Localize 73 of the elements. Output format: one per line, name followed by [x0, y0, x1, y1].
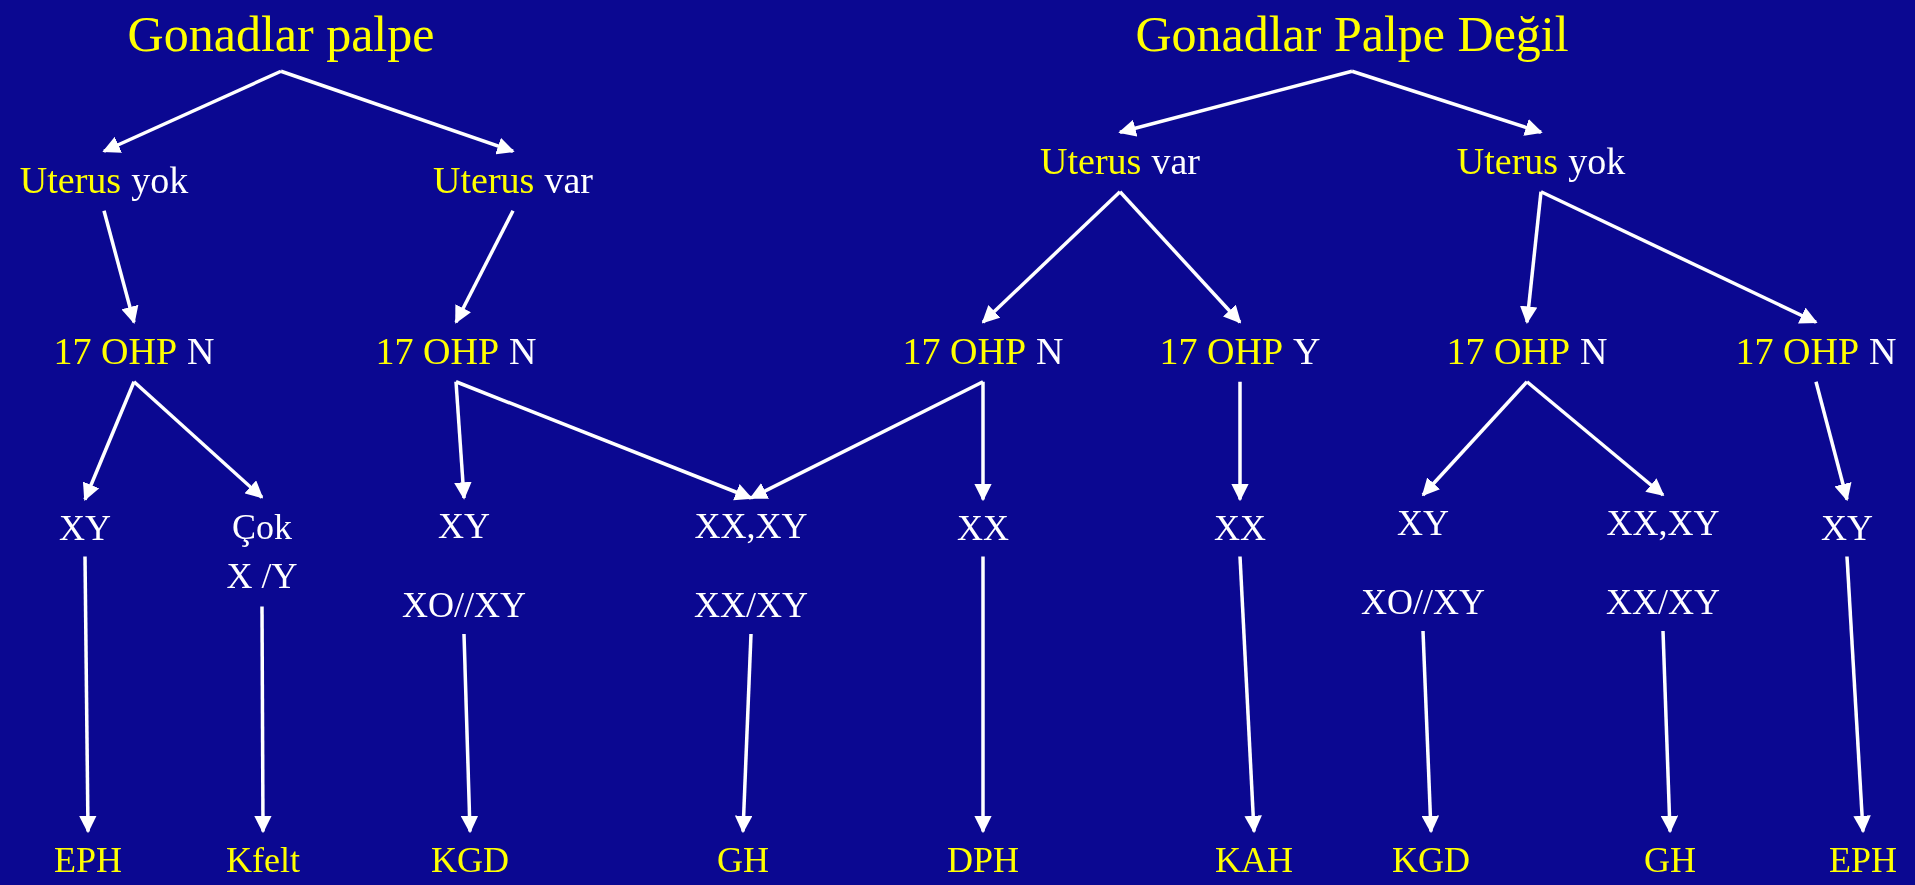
- node-text: KGD: [1392, 838, 1470, 882]
- node-text: var: [1151, 139, 1200, 185]
- arrow: [974, 556, 992, 834]
- node-text: Gonadlar palpe: [127, 4, 435, 64]
- node-text: XX: [1214, 506, 1266, 550]
- arrow: [102, 69, 282, 153]
- node-text: DPH: [947, 838, 1019, 882]
- arrow: [1814, 381, 1852, 502]
- node-text: EPH: [1829, 838, 1897, 882]
- arrow: [280, 69, 515, 155]
- node-text: yok: [1568, 139, 1626, 185]
- arrow: [1351, 69, 1543, 136]
- arrow: [1421, 630, 1440, 834]
- arrow: [1118, 190, 1242, 324]
- node-text: N: [187, 329, 215, 375]
- arrow: [734, 633, 753, 834]
- node-text: GH: [717, 838, 769, 882]
- node-text: XX,XY: [694, 505, 808, 548]
- node-text: XY: [59, 506, 111, 550]
- node-text: XO//XY: [1361, 581, 1485, 624]
- node-text: Uterus: [1456, 139, 1559, 185]
- arrow: [749, 380, 984, 500]
- arrow: [1660, 630, 1679, 834]
- arrow: [79, 556, 97, 834]
- node-text: Uterus: [433, 158, 535, 204]
- node-text: N: [1036, 329, 1064, 375]
- node-text: 17 OHP: [1446, 329, 1571, 375]
- node-text: XY: [1397, 502, 1449, 545]
- node-text: XX/XY: [694, 584, 808, 627]
- arrow: [1118, 69, 1353, 137]
- node-text: XX: [957, 506, 1009, 550]
- arrow: [1421, 380, 1529, 497]
- node-text: XX/XY: [1606, 581, 1720, 624]
- arrow: [1231, 381, 1249, 502]
- arrow: [455, 380, 753, 501]
- node-text: EPH: [54, 838, 122, 882]
- node-text: var: [544, 158, 593, 204]
- node-text: XO//XY: [402, 584, 526, 627]
- arrow: [454, 209, 515, 324]
- node-text: Çok X /Y: [225, 506, 299, 598]
- node-text: 17 OHP: [53, 329, 178, 375]
- arrow: [460, 633, 479, 834]
- node-text: Uterus: [1040, 139, 1142, 185]
- node-text: KGD: [431, 838, 509, 882]
- node-text: Gonadlar Palpe Değil: [1135, 4, 1569, 64]
- node-text: 17 OHP: [1735, 329, 1860, 375]
- node-text: 17 OHP: [1159, 329, 1284, 375]
- arrow: [974, 381, 992, 502]
- node-text: N: [1580, 329, 1608, 375]
- arrow: [1845, 556, 1871, 834]
- arrow: [1238, 556, 1262, 834]
- arrow: [1525, 380, 1665, 497]
- node-text: Uterus: [19, 158, 122, 204]
- node-text: yok: [131, 158, 189, 204]
- node-text: XY: [438, 505, 490, 548]
- node-text: 17 OHP: [902, 329, 1027, 375]
- arrow: [1540, 190, 1818, 324]
- node-text: Y: [1293, 329, 1321, 375]
- node-text: N: [1869, 329, 1897, 375]
- node-text: N: [509, 329, 537, 375]
- arrow: [132, 380, 264, 499]
- node-text: XX,XY: [1606, 502, 1720, 545]
- arrow: [102, 210, 139, 324]
- node-text: Kfelt: [226, 838, 300, 882]
- arrow: [254, 606, 272, 834]
- arrow: [981, 190, 1122, 324]
- arrow: [1520, 191, 1543, 324]
- node-text: XY: [1821, 506, 1873, 550]
- node-text: GH: [1644, 838, 1696, 882]
- arrow: [454, 381, 472, 500]
- node-text: 17 OHP: [375, 329, 500, 375]
- node-text: KAH: [1215, 838, 1293, 882]
- arrow: [82, 381, 136, 502]
